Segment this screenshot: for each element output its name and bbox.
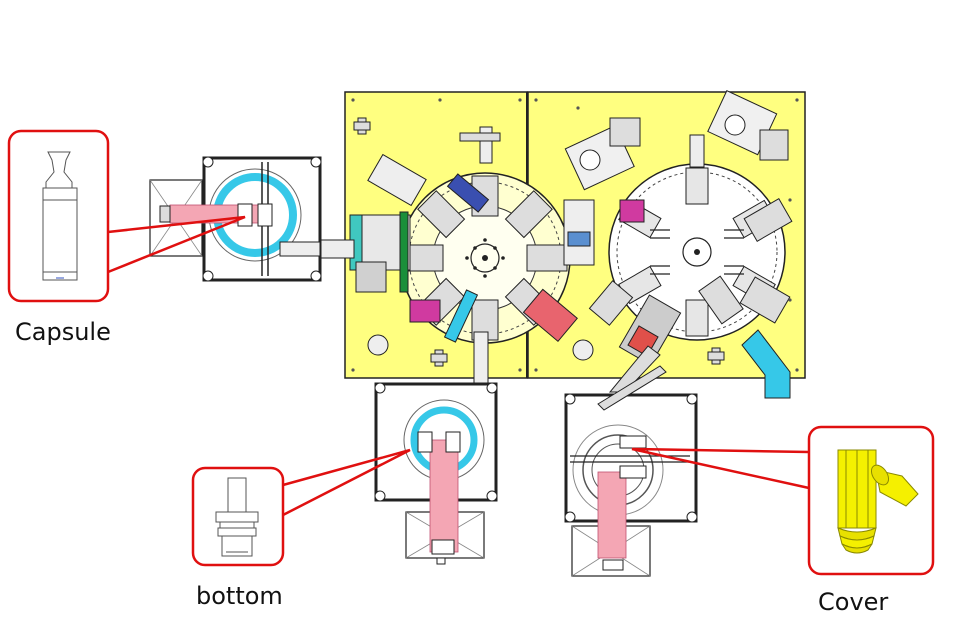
bottom-feeder-module bbox=[374, 382, 498, 565]
cover-part-icon bbox=[837, 449, 919, 554]
base-mechanisms bbox=[317, 89, 793, 399]
plate-bolt-holes bbox=[351, 98, 799, 372]
capsule-part-icon bbox=[42, 151, 78, 281]
bottom-part-icon bbox=[215, 477, 259, 557]
cover-label: Cover bbox=[818, 588, 889, 616]
bottom-label: bottom bbox=[196, 582, 283, 610]
cover-feeder-module bbox=[564, 365, 698, 577]
capsule-label: Capsule bbox=[15, 318, 111, 346]
